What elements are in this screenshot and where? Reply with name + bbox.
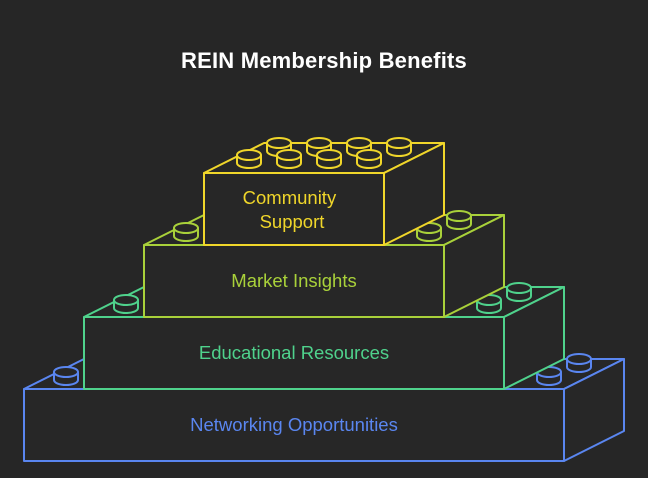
stud-networking-3 [566,353,592,373]
stud-educational-2 [476,294,502,314]
stud-educational-3 [506,282,532,302]
stud-community-8 [356,149,382,169]
label-market: Market Insights [231,270,356,291]
stud-community-5 [236,149,262,169]
stud-networking-1 [53,366,79,386]
diagram-title: REIN Membership Benefits [181,48,467,73]
label-networking: Networking Opportunities [190,414,398,435]
label-educational: Educational Resources [199,342,389,363]
label-community: Community Support [243,187,342,232]
label-community-line-1: Community [243,187,337,208]
label-community-line-2: Support [260,211,325,232]
block-community: Community Support [203,137,445,246]
stud-community-6 [276,149,302,169]
stud-educational-1 [113,294,139,314]
stud-market-1 [173,222,199,242]
stud-community-4 [386,137,412,157]
stud-community-7 [316,149,342,169]
stud-market-3 [446,210,472,230]
